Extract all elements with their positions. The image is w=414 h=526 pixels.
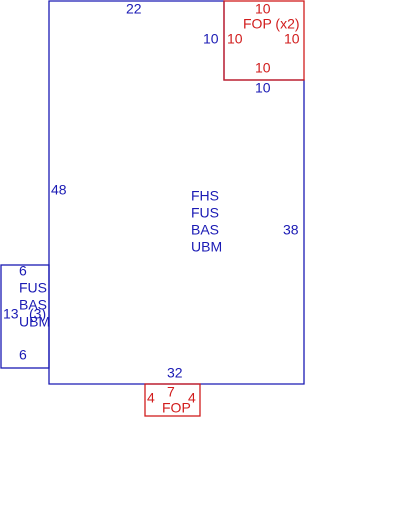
main-area-outline	[48, 0, 305, 385]
side-depth-dimension: 13	[3, 306, 19, 322]
notch-left-dimension: 10	[203, 31, 219, 47]
fop-bottom-label: FOP	[162, 400, 191, 416]
side-code-1: FUS	[19, 280, 47, 296]
side-top-dimension: 6	[19, 263, 27, 279]
fop-top-label: FOP (x2)	[243, 16, 300, 32]
fop-top-left-dimension: 10	[227, 31, 243, 47]
fop-bottom-top-dimension: 7	[167, 384, 175, 400]
main-top-dimension: 22	[126, 1, 142, 17]
main-code-1: FHS	[191, 188, 219, 204]
fop-top-bottom-dimension: 10	[255, 60, 271, 76]
fop-top-top-dimension: 10	[255, 1, 271, 17]
main-code-4: UBM	[191, 239, 222, 255]
side-area-outline	[0, 264, 50, 369]
fop-bottom-right-dimension: 4	[188, 390, 196, 406]
main-code-3: BAS	[191, 222, 219, 238]
fop-bottom-outline	[144, 383, 201, 417]
main-bottom-dimension: 32	[167, 365, 183, 381]
side-code-2: BAS	[19, 297, 47, 313]
main-left-dimension: 48	[51, 182, 67, 198]
notch-bottom-dimension: 10	[255, 80, 271, 96]
fop-top-outline	[223, 0, 305, 81]
main-right-dimension: 38	[283, 222, 299, 238]
fop-bottom-left-dimension: 4	[147, 390, 155, 406]
side-count: (3)	[29, 306, 46, 322]
side-code-3: UBM	[19, 314, 50, 330]
fop-top-right-dimension: 10	[284, 31, 300, 47]
main-code-2: FUS	[191, 205, 219, 221]
side-bottom-dimension: 6	[19, 347, 27, 363]
